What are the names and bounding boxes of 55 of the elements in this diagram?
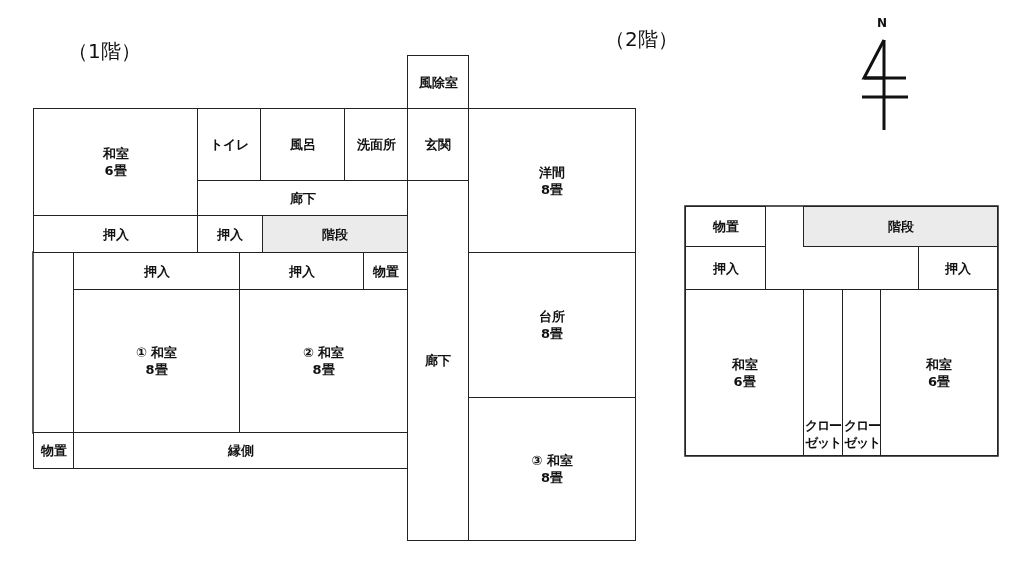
room-label: 階段 (322, 225, 348, 243)
room-size: 6畳 (927, 372, 950, 390)
room-label: 廊下 (425, 352, 451, 369)
room-label: クローゼット (843, 417, 880, 451)
room-area (468, 108, 636, 253)
room-label: 縁側 (227, 442, 254, 459)
room-label: 洗面所 (356, 136, 396, 153)
room-size: 8畳 (312, 361, 335, 378)
room-label: トイレ (209, 136, 249, 153)
room-label: 物置 (712, 218, 739, 235)
staircase-area (803, 206, 998, 247)
room-label: クローゼット (805, 417, 841, 451)
room-area (880, 289, 998, 456)
room-size: 6畳 (733, 372, 756, 390)
closet-area (803, 289, 843, 456)
room-size: 8畳 (540, 325, 563, 342)
room-size: 6畳 (104, 162, 127, 179)
room-label: 押入 (712, 259, 739, 277)
north-label: N (877, 16, 888, 30)
room-name: ② 和室 (302, 344, 345, 361)
room-label: 物置 (372, 262, 399, 280)
room-size: 8畳 (540, 180, 563, 198)
room-label: 押入 (217, 225, 243, 243)
room-label: 押入 (143, 262, 170, 280)
room-name: 和室 (926, 355, 952, 373)
floor-label: （2階） (605, 26, 678, 53)
room-name: 和室 (102, 145, 129, 162)
room-name: 洋間 (539, 163, 565, 181)
room-name: ① 和室 (135, 344, 178, 361)
closet-area (842, 289, 881, 456)
veranda-area (73, 432, 408, 469)
staircase-area (262, 215, 408, 253)
room-label: 風呂 (289, 136, 316, 153)
room-label: 玄関 (425, 136, 451, 153)
room-name: ③ 和室 (531, 452, 573, 469)
room-label: 物置 (40, 442, 67, 459)
floor-label: （1階） (68, 38, 141, 65)
room-area (33, 108, 198, 216)
room-label: 風除室 (418, 73, 458, 91)
room-label: 廊下 (289, 190, 316, 207)
closet-area (685, 246, 766, 290)
room-label: 押入 (102, 225, 129, 243)
room-area (407, 55, 469, 109)
room-name: 台所 (539, 308, 565, 325)
room-label: 押入 (945, 259, 971, 277)
room-label: 押入 (288, 262, 315, 280)
room-label: 階段 (887, 218, 914, 235)
closet-area (918, 246, 998, 290)
room-area (468, 397, 636, 541)
room-area (685, 289, 804, 456)
room-name: 和室 (731, 355, 758, 373)
storeroom-area (685, 206, 766, 247)
storeroom-area (33, 432, 74, 469)
room-size: 8畳 (540, 469, 563, 486)
room-size: 8畳 (145, 361, 168, 378)
